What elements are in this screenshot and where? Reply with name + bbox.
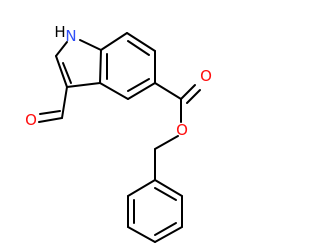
bond-cho-o — [38, 117, 63, 123]
bond-c2-c3 — [55, 55, 68, 88]
bond-c7a-n1 — [79, 39, 102, 51]
structure-canvas: H N O O O — [25, 23, 212, 243]
bond-c3-cho — [61, 86, 68, 119]
bond-c3-c3a — [66, 82, 101, 88]
bond-c5-c4-double — [127, 78, 150, 92]
bond-c7-c6-double — [127, 40, 150, 56]
atom-label-o-carbonyl: O — [200, 67, 212, 85]
bond-oester-ch2 — [154, 135, 179, 150]
bond-c4-c3a — [99, 82, 129, 100]
bond-ph-double-b — [154, 222, 177, 236]
bond-c5-c4 — [127, 82, 156, 100]
bond-cho-o-double — [39, 110, 61, 115]
atom-label-o-aldehyde: O — [25, 111, 37, 129]
bond-ph-1 — [154, 179, 183, 197]
bond-cester-ocarbonyl — [180, 84, 196, 100]
bond-ph-4 — [127, 226, 156, 243]
bond-c7-c6 — [126, 32, 156, 52]
atom-label-nh-h: H — [54, 23, 65, 41]
atom-label-n1: N — [65, 27, 76, 45]
bond-ph-3 — [154, 226, 183, 243]
molecule-structure: H N O O O — [25, 23, 212, 243]
bond-c2-c3-double — [62, 62, 72, 84]
bond-n1-c2 — [55, 41, 68, 57]
atom-label-o-ester: O — [176, 121, 188, 139]
bond-ph-double-a — [154, 187, 177, 201]
bond-c3a-c7a — [99, 49, 102, 84]
bond-c5-cester — [154, 82, 182, 100]
bond-cester-ocarbonyl-double — [186, 89, 201, 104]
bond-ph-6 — [127, 179, 156, 197]
bond-c7a-c7 — [100, 32, 128, 51]
